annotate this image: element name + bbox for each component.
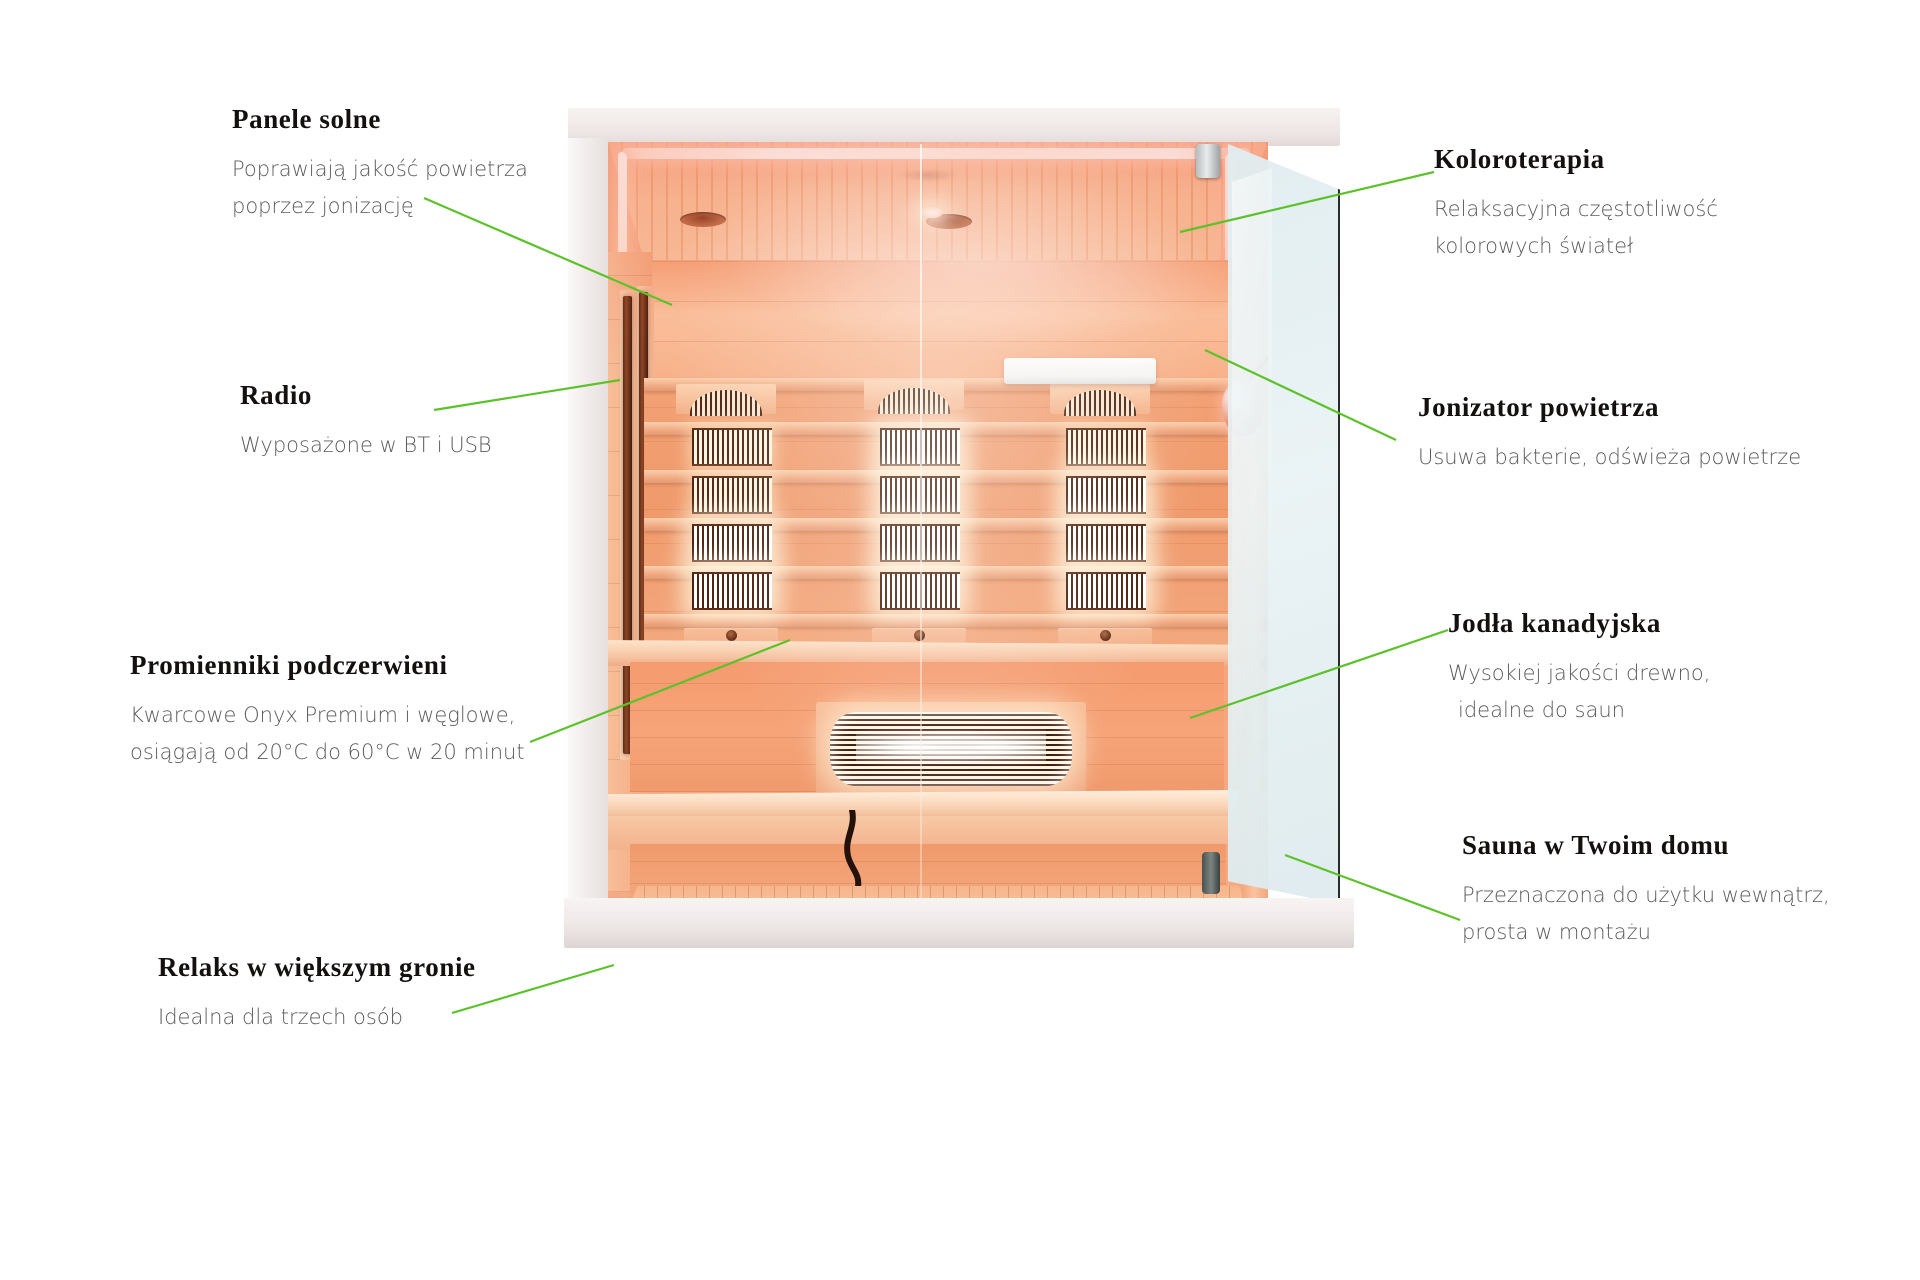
heater-column xyxy=(858,378,1026,664)
infrared-emitter xyxy=(1066,476,1146,514)
infrared-emitter xyxy=(692,524,772,562)
callout-line: Relaksacyjna częstotliwość xyxy=(1434,197,1718,221)
callout-title: Jodła kanadyjska xyxy=(1448,608,1661,638)
callout-title: Radio xyxy=(240,380,313,410)
headrest-cushion xyxy=(1004,358,1156,384)
callout-promienniki-podczerwieni: Promienniki podczerwieni Kwarcowe Onyx P… xyxy=(130,650,525,772)
infrared-emitter xyxy=(692,428,772,466)
brand-logo-emboss xyxy=(898,168,958,182)
infrared-emitter xyxy=(1066,572,1146,610)
ceiling-lamp-icon xyxy=(920,206,944,219)
callout-line: kolorowych świateł xyxy=(1434,234,1634,259)
callout-line: Kwarcowe Onyx Premium i węglowe, xyxy=(130,703,516,727)
heater-column xyxy=(1044,378,1212,664)
callout-panele-solne: Panele solne Poprawiają jakość powietrza… xyxy=(232,104,528,226)
callout-jonizator-powietrza: Jonizator powietrza Usuwa bakterie, odśw… xyxy=(1418,392,1801,476)
heater-knob[interactable] xyxy=(726,630,737,641)
heater-knob[interactable] xyxy=(914,630,925,641)
callout-line: Wyposażone w BT i USB xyxy=(240,433,492,457)
infrared-heater-wall xyxy=(644,378,1232,664)
callout-line: prosta w montażu xyxy=(1462,920,1651,945)
callout-jodla-kanadyjska: Jodła kanadyjska Wysokiej jakości drewno… xyxy=(1448,608,1710,730)
callout-radio: Radio Wyposażone w BT i USB xyxy=(240,380,492,464)
callout-sauna-w-twoim-domu: Sauna w Twoim domu Przeznaczona do użytk… xyxy=(1462,830,1830,952)
callout-title: Promienniki podczerwieni xyxy=(130,650,448,680)
cabinet-top-frame xyxy=(568,108,1340,146)
callout-title: Relaks w większym gronie xyxy=(158,952,476,982)
ceiling-vent xyxy=(680,212,726,227)
callout-title: Panele solne xyxy=(232,104,381,134)
callout-line: poprzez jonizację xyxy=(232,194,414,219)
sauna-interior xyxy=(608,142,1268,902)
callout-line: Przeznaczona do użytku wewnątrz, xyxy=(1462,883,1830,907)
leader-relaks xyxy=(451,963,615,1015)
glass-reflection xyxy=(1232,168,1272,868)
heater-rail xyxy=(644,614,1232,627)
bench-backrest-wall xyxy=(630,662,1224,798)
heater-column xyxy=(670,378,838,664)
heater-knob[interactable] xyxy=(1100,630,1111,641)
salt-panel-strip xyxy=(623,296,632,754)
callout-line: Usuwa bakterie, odświeża powietrze xyxy=(1418,445,1802,469)
infrared-emitter xyxy=(1066,524,1146,562)
power-cable xyxy=(844,810,862,895)
callout-koloroterapia: Koloroterapia Relaksacyjna częstotliwość… xyxy=(1434,144,1718,266)
door-hinge-bottom-icon xyxy=(1202,852,1220,894)
calf-heater-glow xyxy=(856,724,1046,770)
door-hinge-top-icon xyxy=(1196,144,1220,178)
callout-line: Poprawiają jakość powietrza xyxy=(232,157,528,181)
salt-panel-strip xyxy=(639,292,648,754)
bench-seat xyxy=(608,790,1238,820)
cabinet-base-frame xyxy=(564,898,1354,948)
callout-title: Sauna w Twoim domu xyxy=(1462,830,1730,860)
callout-title: Jonizator powietrza xyxy=(1418,392,1660,422)
infrared-emitter xyxy=(692,572,772,610)
callout-line: idealne do saun xyxy=(1458,698,1625,723)
glass-door-seam xyxy=(920,144,922,904)
calf-heater-frame xyxy=(816,702,1086,798)
callout-relaks-w-wiekszym-gronie: Relaks w większym gronie Idealna dla trz… xyxy=(158,952,476,1036)
cabinet-left-frame xyxy=(568,138,610,938)
infrared-emitter xyxy=(692,476,772,514)
callout-title: Koloroterapia xyxy=(1434,144,1605,174)
sauna-product-photo xyxy=(564,108,1354,948)
infrared-emitter xyxy=(1066,428,1146,466)
callout-line: Idealna dla trzech osób xyxy=(158,1005,404,1029)
callout-line: osiągają od 20°C do 60°C w 20 minut xyxy=(130,740,525,765)
chromotherapy-led-strip xyxy=(622,148,1250,159)
callout-line: Wysokiej jakości drewno, xyxy=(1448,661,1711,685)
